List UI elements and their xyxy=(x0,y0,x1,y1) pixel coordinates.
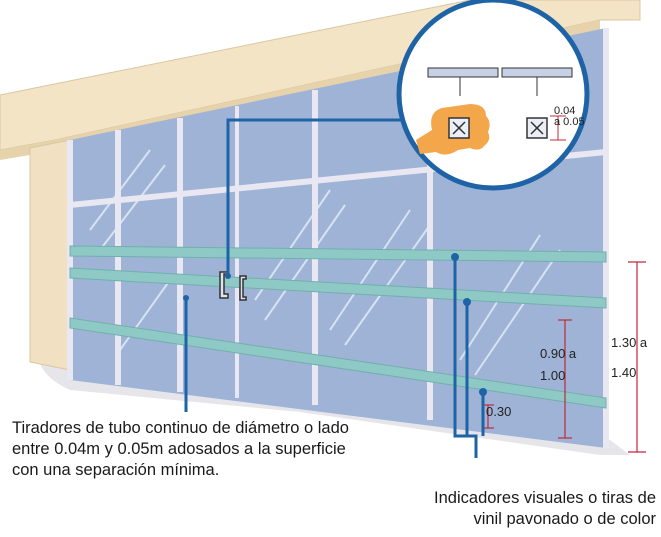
lower-height-label: 0.30 xyxy=(486,404,512,419)
dimension-outer xyxy=(628,261,646,453)
middle-height-label: 0.90 a 1.00 xyxy=(540,343,576,387)
indicator-strip-middle xyxy=(69,267,607,309)
middle-height-line1: 0.90 a xyxy=(540,346,577,361)
handle-size-label: 0.04 a 0.05 xyxy=(554,106,585,128)
handles-caption-line3: con una separación mínima. xyxy=(12,461,220,479)
upper-height-line2: 1.40 xyxy=(611,365,637,380)
callout-dots xyxy=(183,253,487,396)
indicator-strip-lower xyxy=(69,317,607,409)
handle-size-line2: a 0.05 xyxy=(554,116,585,128)
handles-caption: Tiradores de tubo continuo de diámetro o… xyxy=(12,418,432,481)
detail-magnifier xyxy=(396,0,590,191)
handle-right xyxy=(239,275,247,301)
indicators-caption-line2: vinil pavonado o de color xyxy=(473,510,656,528)
handles-caption-line2: entre 0.04m y 0.05m adosados a la superf… xyxy=(12,440,346,458)
dimension-lines xyxy=(482,319,572,439)
callout-lines xyxy=(184,118,485,458)
left-column xyxy=(29,139,71,371)
middle-height-line2: 1.00 xyxy=(540,368,566,383)
upper-height-label: 1.30 a 1.40 xyxy=(611,328,647,388)
indicators-caption: Indicadores visuales o tiras de vinil pa… xyxy=(356,488,656,530)
handles-caption-line1: Tiradores de tubo continuo de diámetro o… xyxy=(12,419,349,437)
indicator-strips xyxy=(69,245,607,409)
handle-size-line1: 0.04 xyxy=(554,105,576,117)
handle-section-icon xyxy=(448,117,548,139)
indicator-strip-upper xyxy=(69,245,607,263)
upper-height-line1: 1.30 a xyxy=(611,335,648,350)
indicators-caption-line1: Indicadores visuales o tiras de xyxy=(434,489,656,507)
